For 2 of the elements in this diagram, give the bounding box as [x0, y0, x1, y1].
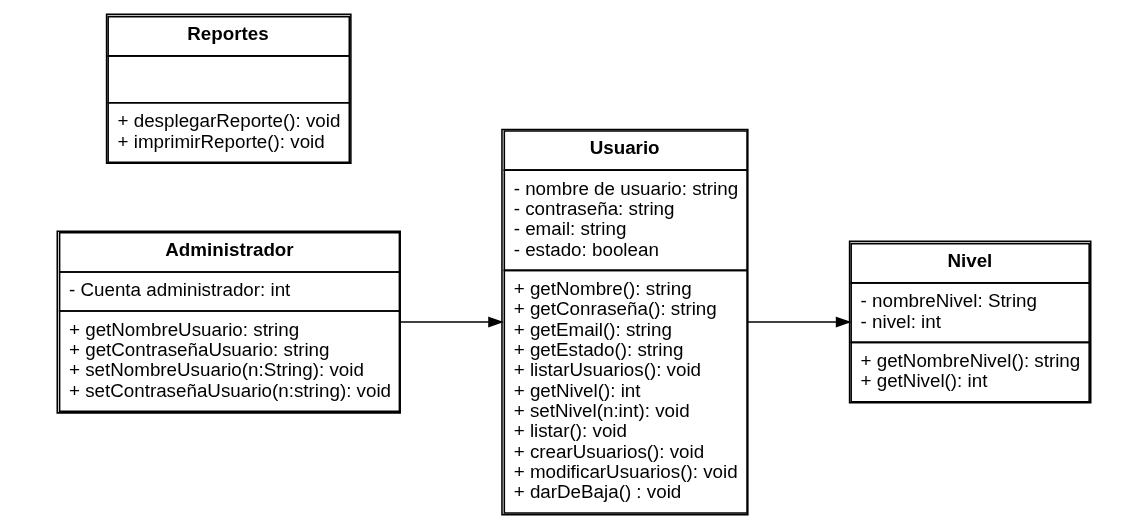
arrow	[399, 316, 504, 328]
arrow	[747, 316, 852, 328]
